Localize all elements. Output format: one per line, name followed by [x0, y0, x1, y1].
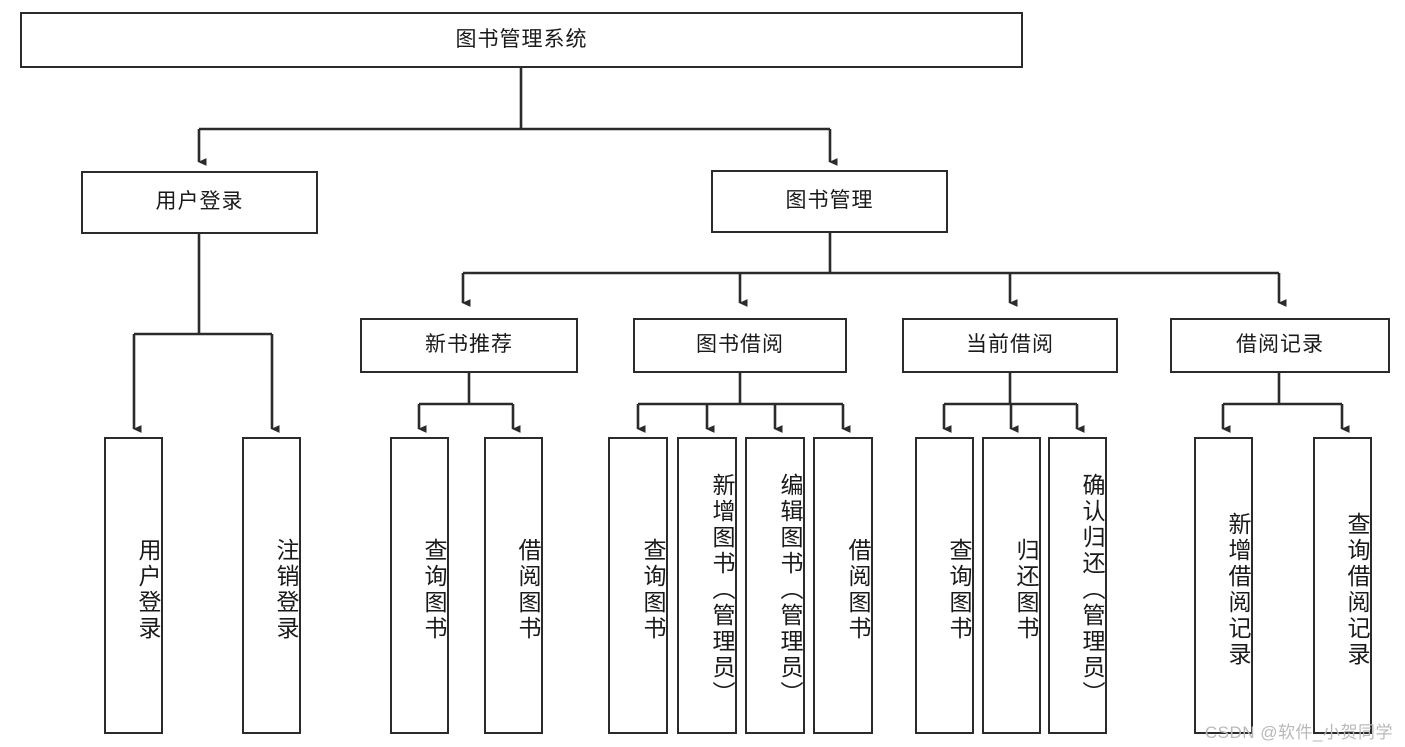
node-leaf-return-book-label: 归还图书: [1013, 537, 1039, 642]
node-leaf-query-book-1-label: 查询图书: [421, 537, 447, 642]
node-leaf-add-record[interactable]: 新增借阅记录: [1194, 437, 1253, 734]
node-leaf-confirm-return[interactable]: 确认归还（管理员）: [1048, 437, 1107, 734]
node-leaf-confirm-return-label: 确认归还（管理员）: [1079, 472, 1105, 707]
node-new-book-recommend-label: 新书推荐: [425, 333, 513, 357]
node-current-borrow[interactable]: 当前借阅: [902, 318, 1118, 373]
node-leaf-query-record-label: 查询借阅记录: [1344, 511, 1370, 668]
node-leaf-query-record[interactable]: 查询借阅记录: [1313, 437, 1372, 734]
node-leaf-query-book-1[interactable]: 查询图书: [390, 437, 449, 734]
node-user-login[interactable]: 用户登录: [81, 171, 318, 234]
node-leaf-borrow-book-2-label: 借阅图书: [845, 537, 871, 642]
node-current-borrow-label: 当前借阅: [966, 333, 1054, 357]
node-leaf-logout-label: 注销登录: [273, 537, 299, 642]
node-leaf-user-login-label: 用户登录: [135, 537, 161, 642]
node-leaf-add-book-label: 新增图书（管理员）: [709, 472, 735, 707]
node-book-manage-label: 图书管理: [785, 189, 874, 213]
node-borrow-record-label: 借阅记录: [1236, 333, 1324, 357]
node-leaf-add-book[interactable]: 新增图书（管理员）: [677, 437, 737, 734]
node-leaf-query-book-2-label: 查询图书: [640, 537, 666, 642]
node-book-manage[interactable]: 图书管理: [711, 170, 948, 233]
node-root[interactable]: 图书管理系统: [20, 12, 1023, 68]
node-leaf-return-book[interactable]: 归还图书: [982, 437, 1041, 734]
node-leaf-borrow-book-1-label: 借阅图书: [515, 537, 541, 642]
node-leaf-query-book-3[interactable]: 查询图书: [915, 437, 974, 734]
node-root-label: 图书管理系统: [455, 27, 588, 51]
node-book-borrow-label: 图书借阅: [696, 333, 784, 357]
node-leaf-query-book-2[interactable]: 查询图书: [608, 437, 668, 734]
node-borrow-record[interactable]: 借阅记录: [1170, 318, 1390, 373]
node-book-borrow[interactable]: 图书借阅: [633, 318, 847, 373]
watermark-text: CSDN @软件_小贺同学: [1204, 723, 1393, 742]
node-leaf-query-book-3-label: 查询图书: [946, 537, 972, 642]
node-new-book-recommend[interactable]: 新书推荐: [360, 318, 578, 373]
node-leaf-logout[interactable]: 注销登录: [242, 437, 301, 734]
node-leaf-add-record-label: 新增借阅记录: [1225, 511, 1251, 668]
node-user-login-label: 用户登录: [155, 190, 244, 214]
node-leaf-borrow-book-2[interactable]: 借阅图书: [813, 437, 873, 734]
node-leaf-borrow-book-1[interactable]: 借阅图书: [484, 437, 543, 734]
node-leaf-edit-book[interactable]: 编辑图书（管理员）: [745, 437, 805, 734]
node-leaf-edit-book-label: 编辑图书（管理员）: [777, 472, 803, 707]
node-leaf-user-login[interactable]: 用户登录: [104, 437, 163, 734]
